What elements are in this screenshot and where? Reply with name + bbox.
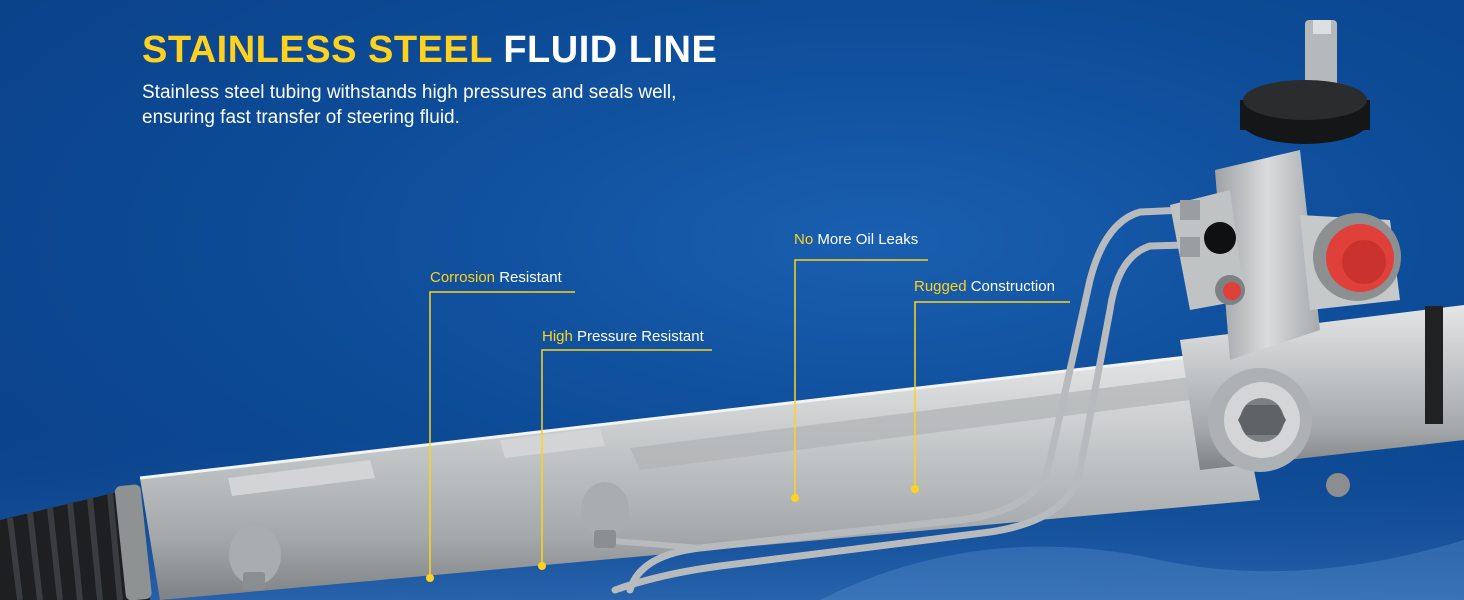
callout-rugged-highlight: Rugged bbox=[914, 278, 967, 295]
dot-rugged bbox=[911, 485, 919, 493]
leader-lines bbox=[429, 259, 1070, 577]
bellows-boot bbox=[0, 484, 152, 600]
leader-corrosion bbox=[429, 291, 575, 577]
callout-oil-leaks-rest: More Oil Leaks bbox=[817, 231, 919, 248]
callout-corrosion-highlight: Corrosion bbox=[430, 269, 496, 286]
dot-oil-leaks bbox=[791, 494, 799, 502]
fluid-lines bbox=[597, 206, 1189, 594]
callout-high-pressure-rest: Pressure Resistant bbox=[577, 328, 704, 345]
leader-dots bbox=[426, 485, 919, 582]
callout-high-pressure: High Pressure Resistant bbox=[542, 328, 704, 346]
description: Stainless steel tubing withstands high p… bbox=[142, 80, 762, 130]
headline-highlight: STAINLESS STEEL bbox=[142, 29, 493, 71]
callout-oil-leaks: No More Oil Leaks bbox=[794, 231, 918, 249]
callout-oil-leaks-highlight: No bbox=[794, 231, 814, 248]
callout-corrosion: Corrosion Resistant bbox=[430, 269, 562, 287]
callout-rugged-rest: Construction bbox=[970, 278, 1055, 295]
leader-oil-leaks bbox=[794, 259, 928, 498]
rack-body bbox=[139, 350, 1260, 600]
headline-rest: FLUID LINE bbox=[503, 29, 718, 71]
callout-corrosion-rest: Resistant bbox=[499, 269, 562, 286]
valve-housing bbox=[1170, 20, 1401, 360]
mount-bolts bbox=[243, 473, 1350, 590]
background-hill bbox=[820, 540, 1464, 600]
callout-high-pressure-highlight: High bbox=[542, 328, 573, 345]
headline: STAINLESS STEEL FLUID LINE bbox=[142, 30, 717, 70]
leader-rugged bbox=[914, 301, 1070, 489]
callout-rugged: Rugged Construction bbox=[914, 278, 1055, 296]
description-line-1: Stainless steel tubing withstands high p… bbox=[142, 82, 677, 103]
adjuster-plug bbox=[1208, 368, 1312, 472]
description-line-2: ensuring fast transfer of steering fluid… bbox=[142, 107, 460, 128]
dot-pressure bbox=[538, 562, 546, 570]
leader-pressure bbox=[541, 349, 712, 565]
dot-corrosion bbox=[426, 574, 434, 582]
